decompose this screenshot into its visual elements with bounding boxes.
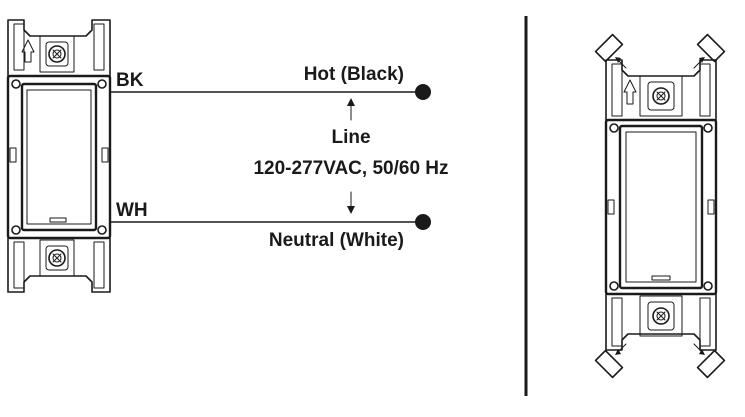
- broken-tab-top-right: [693, 33, 726, 69]
- hot-label: Hot (Black): [304, 64, 404, 85]
- line-label: Line: [331, 127, 370, 148]
- neutral-wire: [109, 214, 431, 230]
- arrow-down-icon: [347, 206, 355, 214]
- up-arrow-icon: [21, 39, 35, 63]
- bk-label: BK: [116, 70, 144, 91]
- line-arrows: [347, 98, 355, 214]
- left-device: [6, 19, 112, 293]
- left-led-indicator: [49, 217, 67, 223]
- neutral-terminal-dot: [415, 214, 431, 230]
- broken-tab-bottom-right: [693, 343, 726, 379]
- left-paddle: [20, 82, 98, 232]
- neutral-label: Neutral (White): [269, 230, 404, 251]
- right-bottom-mounting-ear: [605, 293, 717, 351]
- voltage-label: 120-277VAC, 50/60 Hz: [253, 158, 448, 179]
- broken-tab-bottom-left: [594, 343, 627, 379]
- right-top-mounting-ear: [605, 59, 717, 121]
- up-arrow-icon: [623, 79, 637, 105]
- hot-wire: [109, 84, 431, 100]
- left-top-mounting-ear: [7, 19, 111, 77]
- left-bottom-mounting-ear: [7, 237, 111, 293]
- left-yoke: [6, 74, 112, 240]
- hot-terminal-dot: [415, 84, 431, 100]
- right-paddle: [618, 124, 704, 290]
- right-yoke: [604, 118, 718, 296]
- wh-label: WH: [116, 200, 148, 221]
- right-device: [594, 33, 726, 379]
- right-led-indicator: [651, 275, 671, 281]
- arrow-up-icon: [347, 98, 355, 106]
- left-screw-tl: [11, 79, 21, 89]
- broken-tab-top-left: [594, 33, 627, 69]
